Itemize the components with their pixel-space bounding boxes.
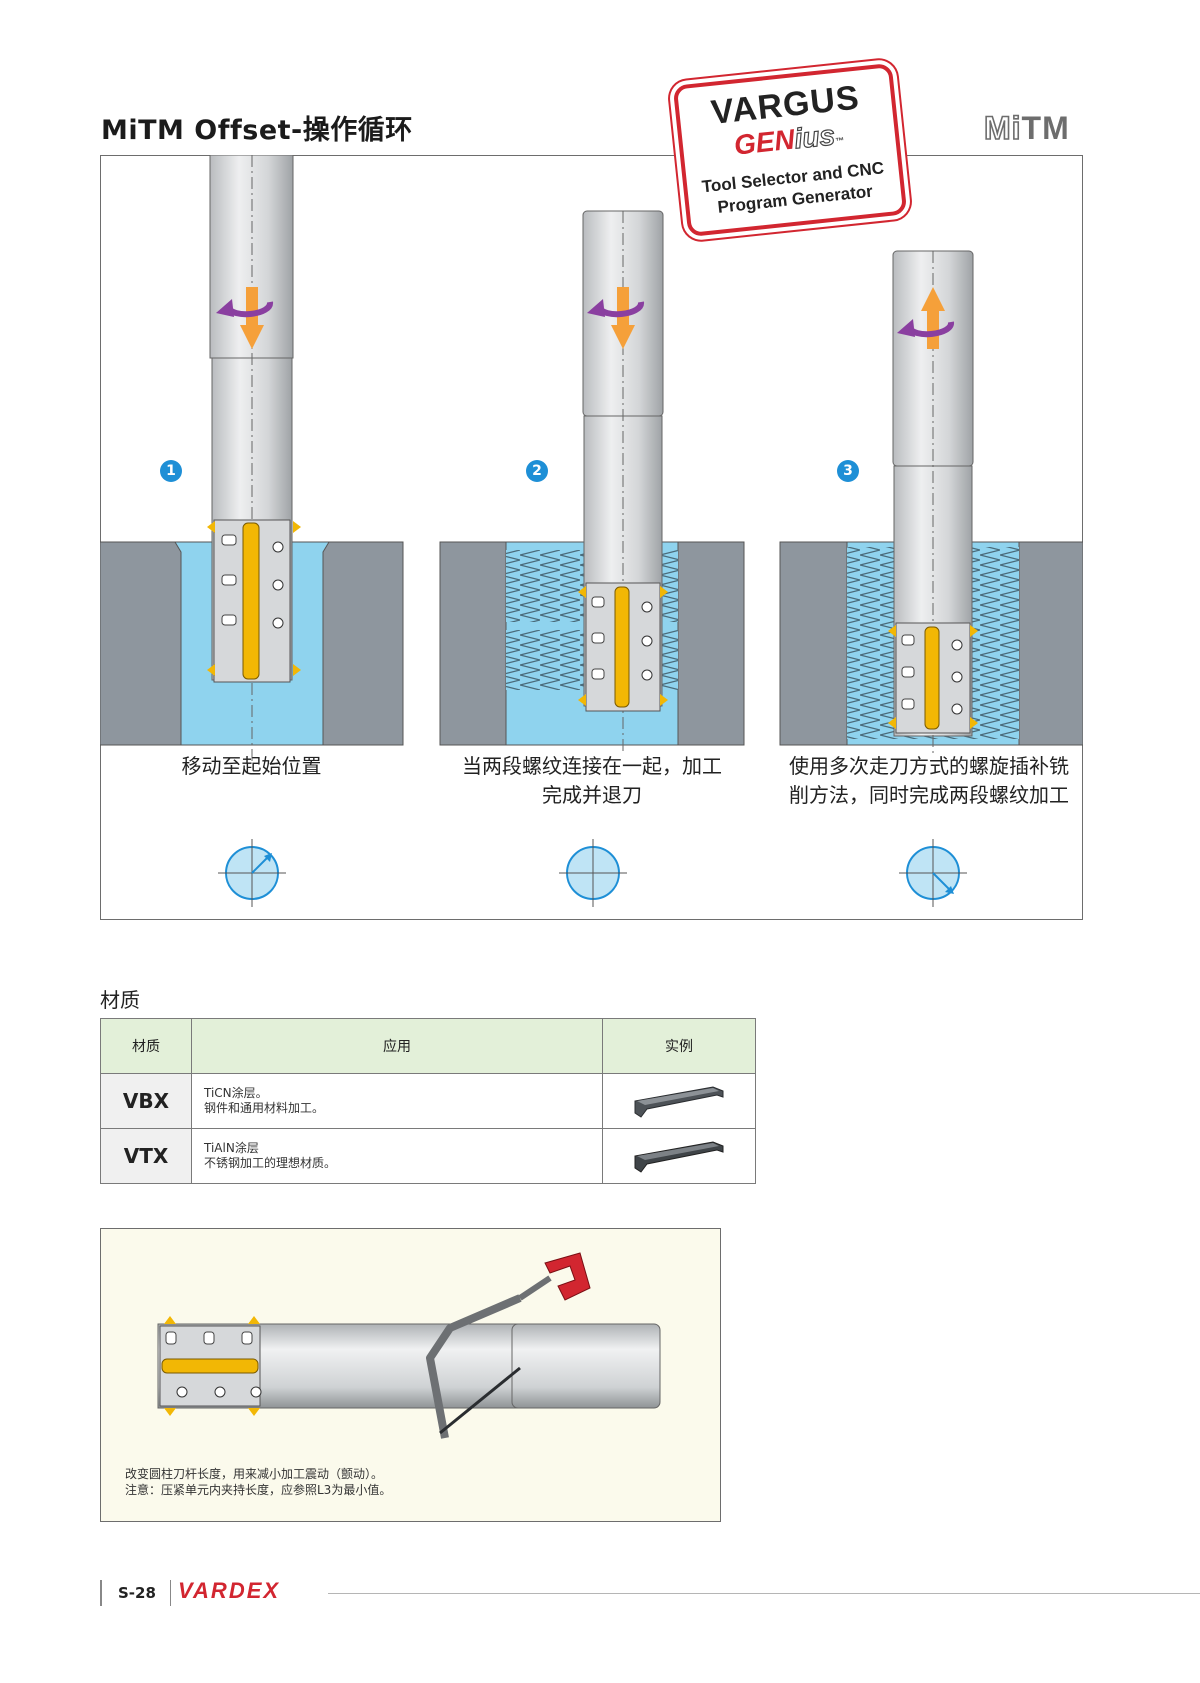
cut-shank-illustration bbox=[157, 1252, 661, 1439]
materials-table: 材质 应用 实例 VBX TiCN涂层。 钢件和通用材料加工。 VTX TiAl… bbox=[100, 1018, 756, 1184]
application-cell: TiCN涂层。 钢件和通用材料加工。 bbox=[191, 1073, 603, 1129]
table-row: VTX TiAlN涂层 不锈钢加工的理想材质。 bbox=[100, 1128, 756, 1184]
step-2-illustration bbox=[439, 210, 745, 755]
insert-example-image bbox=[602, 1073, 756, 1129]
step-1-caption: 移动至起始位置 bbox=[181, 754, 322, 778]
step-number-1: 1 bbox=[160, 460, 182, 482]
grade-cell: VBX bbox=[100, 1073, 192, 1129]
step-3-caption: 使用多次走刀方式的螺旋插补铣 削方法，同时完成两段螺纹加工 bbox=[789, 754, 1069, 807]
footer-rule bbox=[328, 1593, 1200, 1594]
step-number-3: 3 bbox=[837, 460, 859, 482]
grade-cell: VTX bbox=[100, 1128, 192, 1184]
table-header-row: 材质 应用 实例 bbox=[100, 1018, 756, 1074]
vardex-logo: VARDEX bbox=[178, 1578, 281, 1603]
page-number: S-28 bbox=[118, 1584, 156, 1602]
vargus-genius-badge: VARGUS GENius™ Tool Selector and CNC Pro… bbox=[672, 62, 908, 238]
column-header-grade: 材质 bbox=[100, 1018, 192, 1074]
footer-divider bbox=[100, 1580, 102, 1606]
operation-cycle-illustrations bbox=[100, 155, 1083, 907]
application-cell: TiAlN涂层 不锈钢加工的理想材质。 bbox=[191, 1128, 603, 1184]
insert-icon bbox=[634, 1086, 724, 1118]
mitm-brand-logo: MiTM bbox=[983, 109, 1070, 147]
insert-icon bbox=[634, 1141, 724, 1173]
table-row: VBX TiCN涂层。 钢件和通用材料加工。 bbox=[100, 1073, 756, 1129]
shank-length-note: 改变圆柱刀杆长度，用来减小加工震动（颤动）。 注意：压紧单元内夹持长度，应参照L… bbox=[125, 1467, 392, 1497]
hacksaw-icon bbox=[426, 1252, 591, 1439]
tool-path-diagram-3 bbox=[899, 839, 967, 907]
tool-path-diagram-1 bbox=[218, 839, 286, 907]
footer-separator bbox=[170, 1580, 171, 1606]
tool-path-diagram-2 bbox=[559, 839, 627, 907]
column-header-application: 应用 bbox=[191, 1018, 603, 1074]
step-number-2: 2 bbox=[526, 460, 548, 482]
insert-example-image bbox=[602, 1128, 756, 1184]
step-2-caption: 当两段螺纹连接在一起，加工 完成并退刀 bbox=[462, 754, 722, 807]
step-1-illustration bbox=[100, 155, 404, 765]
materials-section-title: 材质 bbox=[100, 988, 140, 1012]
column-header-example: 实例 bbox=[602, 1018, 756, 1074]
page-title: MiTM Offset-操作循环 bbox=[101, 115, 413, 146]
step-3-illustration bbox=[779, 250, 1083, 755]
cutting-insert bbox=[161, 1358, 259, 1374]
cutting-insert bbox=[242, 522, 260, 680]
